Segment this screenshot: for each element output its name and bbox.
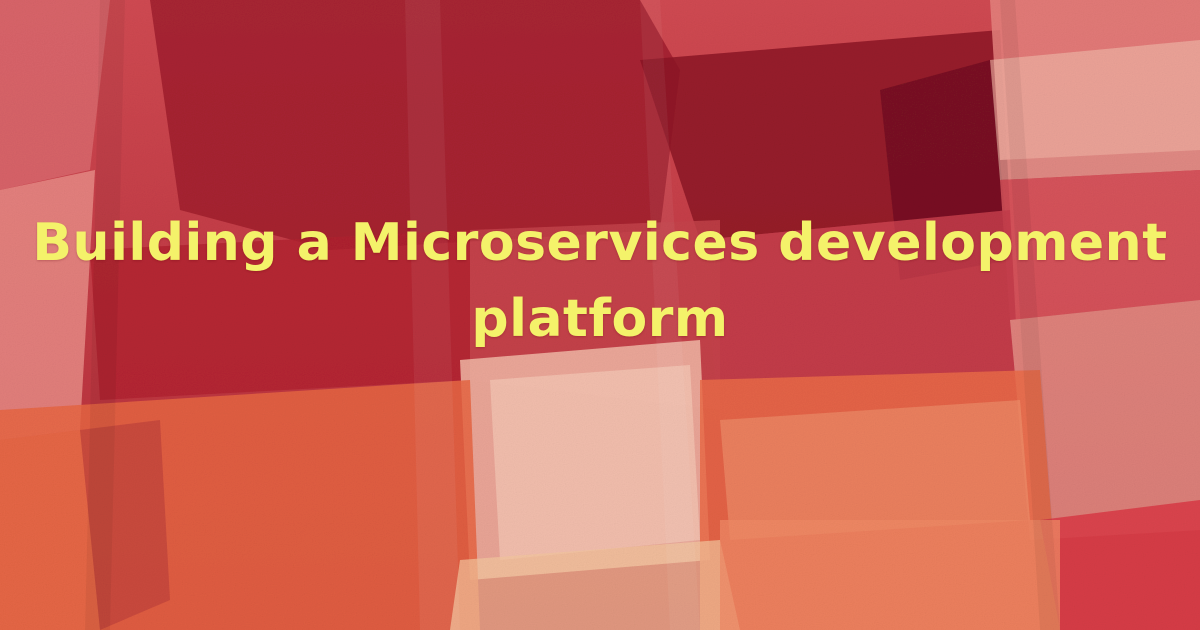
title-container: Building a Microservices development pla…	[0, 205, 1200, 357]
page-title: Building a Microservices development pla…	[32, 213, 1168, 349]
